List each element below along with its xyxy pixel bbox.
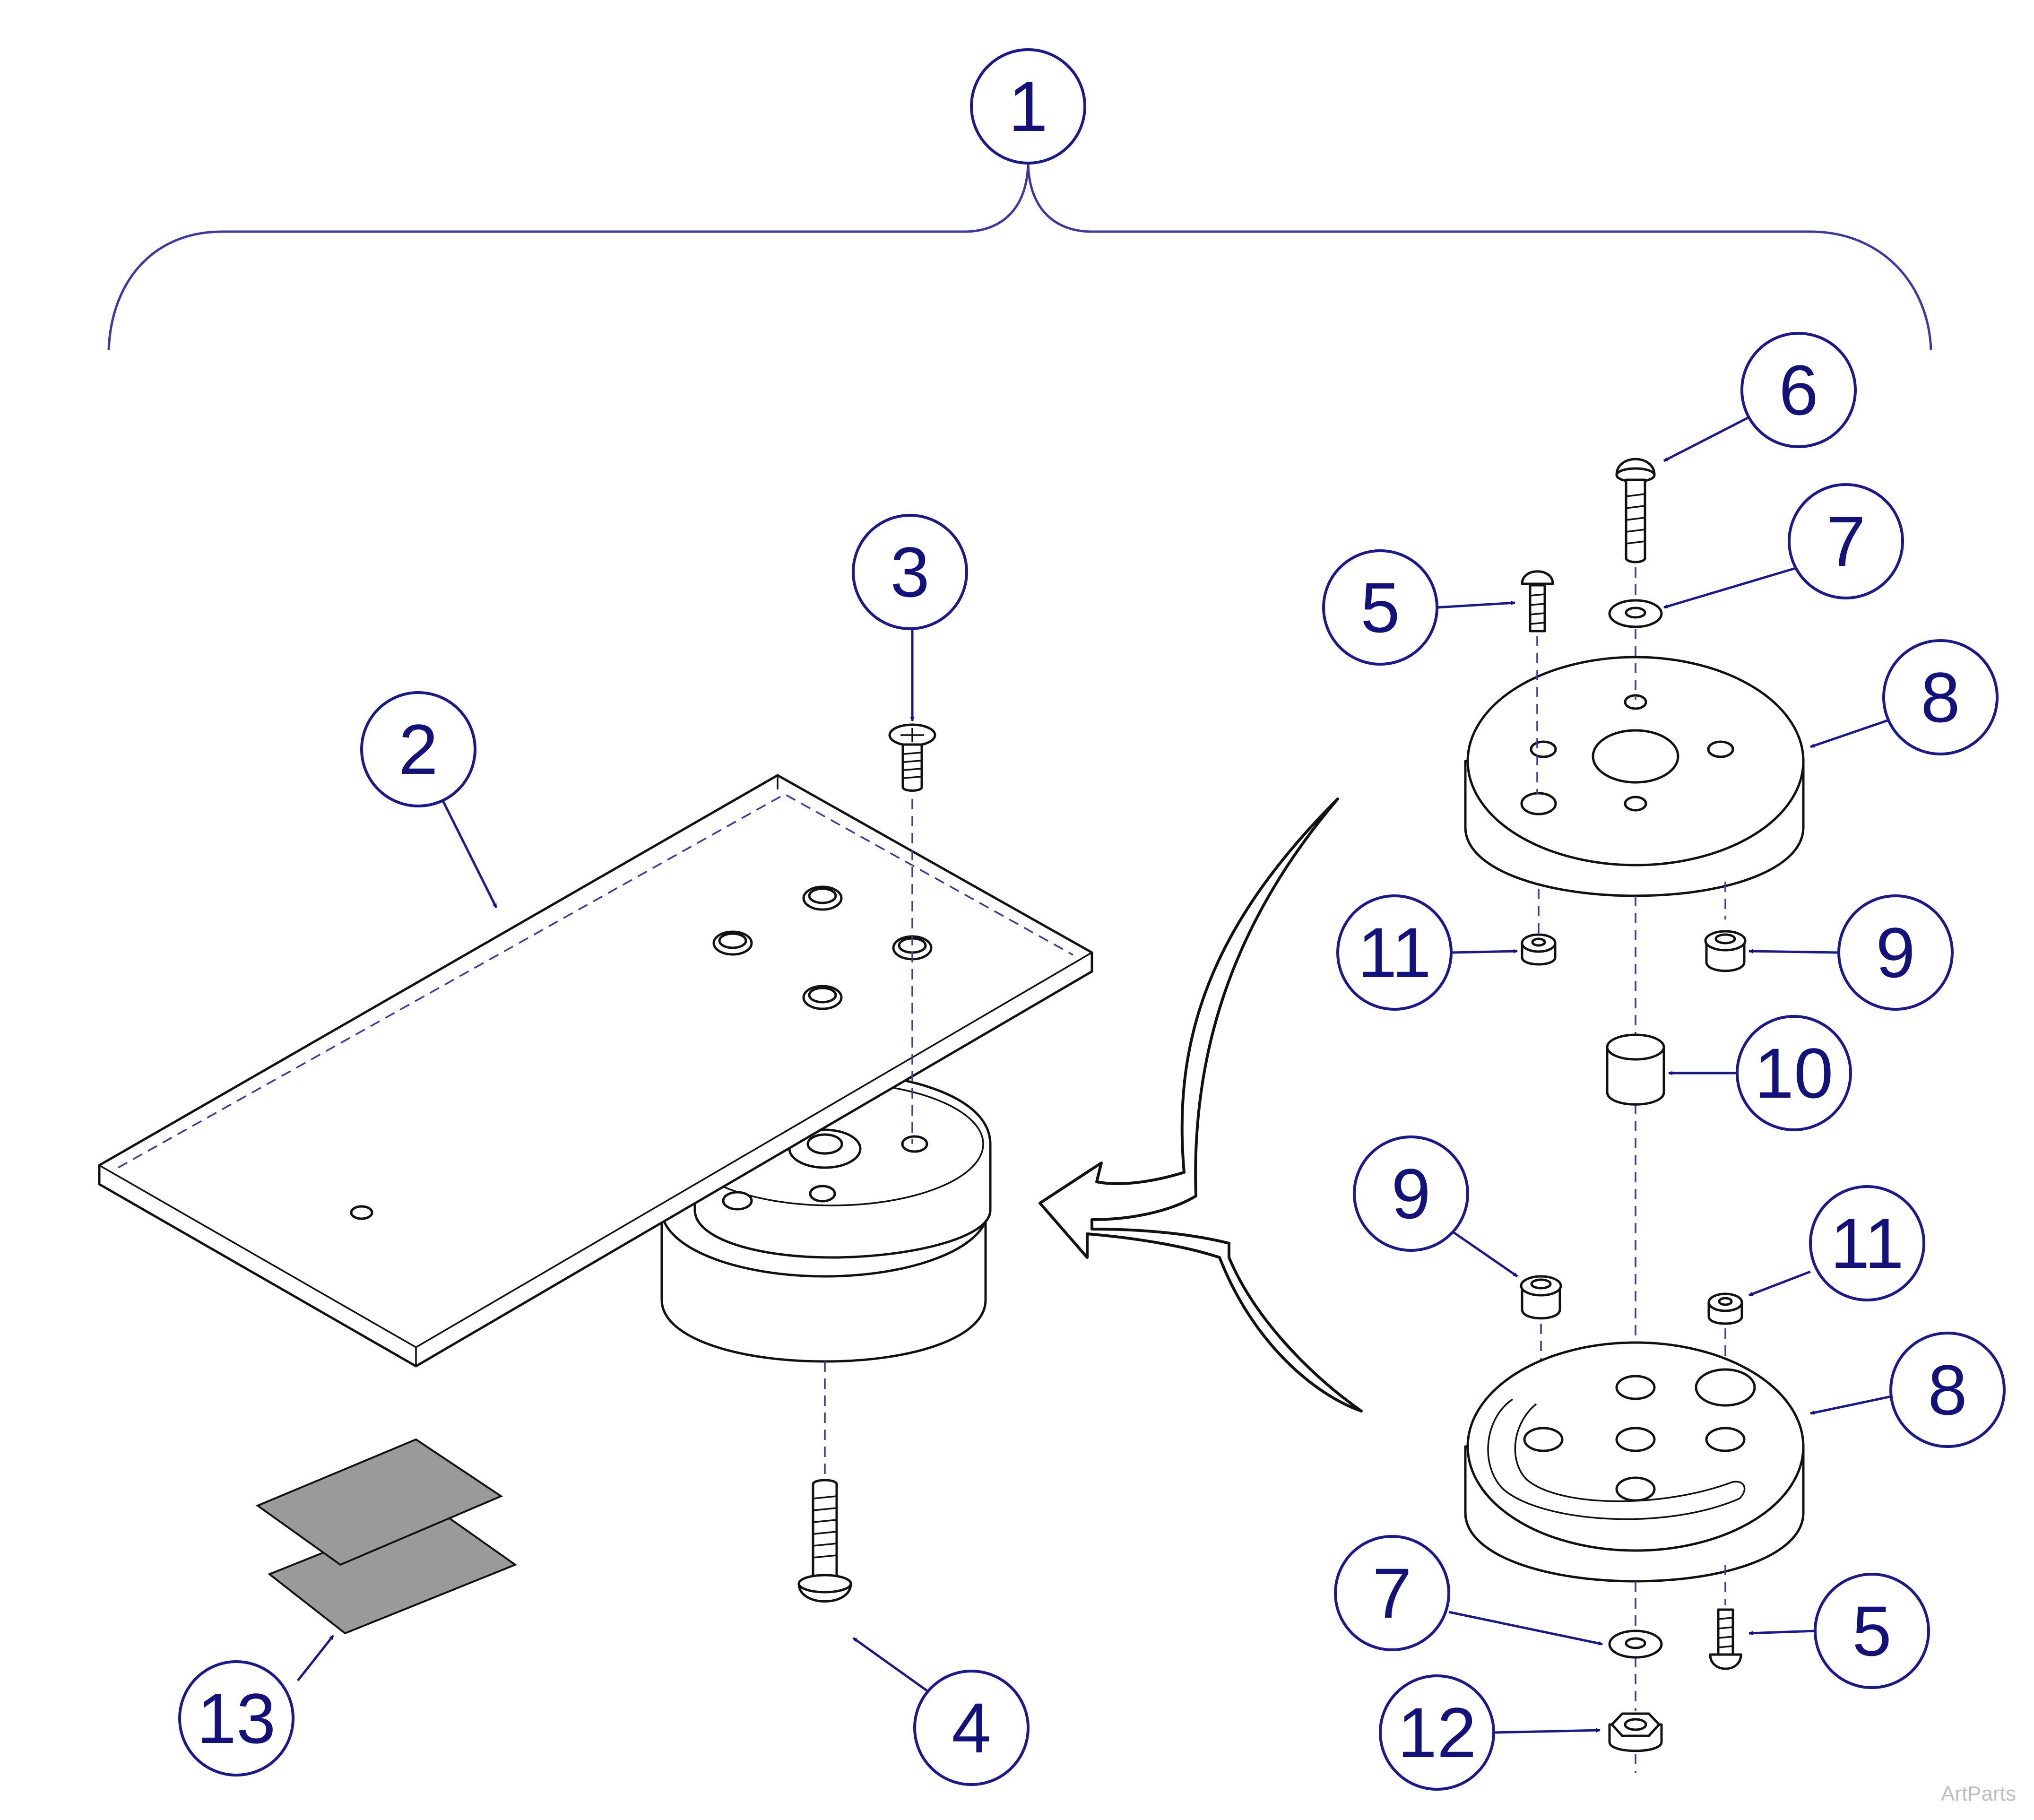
- callout-10-label: 10: [1755, 1033, 1834, 1113]
- callout-1-label: 1: [1008, 67, 1047, 146]
- leader-9-top: [1748, 949, 1839, 954]
- callout-6-label: 6: [1779, 350, 1818, 430]
- callout-1: 1: [970, 48, 1086, 165]
- leader-8-lower: [1810, 1393, 1901, 1415]
- callout-9-lower: 9: [1353, 1135, 1469, 1252]
- spacer: [1606, 1033, 1665, 1106]
- callout-9-top-label: 9: [1876, 913, 1915, 992]
- callout-3: 3: [852, 514, 968, 630]
- washer-bottom: [1608, 1629, 1663, 1659]
- flat-head-screw: [888, 723, 936, 792]
- washer-top: [1608, 599, 1663, 628]
- callout-7-bottom-label: 7: [1372, 1553, 1411, 1633]
- leader-12: [1493, 1728, 1601, 1734]
- leader-5-top: [1437, 600, 1515, 609]
- callout-7-top: 7: [1788, 483, 1904, 599]
- callout-13-label: 13: [197, 1679, 276, 1758]
- callout-10: 10: [1736, 1015, 1852, 1131]
- leader-9-lower: [1448, 1228, 1518, 1278]
- callout-8-top-label: 8: [1921, 658, 1960, 737]
- pan-head-screw-bottom: [1709, 1608, 1742, 1670]
- callout-8-bottom: 8: [1889, 1332, 2006, 1448]
- callout-5-bottom: 5: [1814, 1573, 1930, 1689]
- callout-3-label: 3: [890, 532, 929, 612]
- leader-5-bottom: [1748, 1629, 1816, 1636]
- leader-7-bottom: [1448, 1611, 1603, 1646]
- leader-4: [852, 1637, 937, 1699]
- small-nut-lower: [1707, 1292, 1743, 1325]
- callout-8-top: 8: [1882, 639, 1999, 755]
- leader-11-top: [1451, 949, 1518, 954]
- small-nut-upper: [1521, 933, 1557, 966]
- callout-6: 6: [1740, 332, 1857, 448]
- adhesive-pads: [255, 1438, 518, 1635]
- assembly-direction-arrow: [1039, 797, 1363, 1413]
- callout-7-bottom: 7: [1334, 1535, 1450, 1651]
- pan-head-screw-top: [1521, 570, 1554, 633]
- upper-puck: [1464, 656, 1805, 897]
- callout-11-lower-label: 11: [1830, 1204, 1904, 1283]
- mounting-plate: [98, 774, 1093, 1368]
- lower-puck: [1464, 1341, 1805, 1583]
- leader-7-top: [1663, 566, 1799, 609]
- callout-13: 13: [178, 1660, 294, 1777]
- flanged-bushing-upper: [1704, 930, 1747, 972]
- callout-12-label: 12: [1398, 1693, 1477, 1772]
- callout-9-top: 9: [1837, 894, 1954, 1011]
- callout-12: 12: [1379, 1674, 1495, 1791]
- callout-2: 2: [360, 691, 476, 807]
- callout-11-top-label: 11: [1358, 913, 1431, 992]
- callout-8-bottom-label: 8: [1928, 1350, 1967, 1430]
- flanged-bushing-lower: [1520, 1275, 1562, 1320]
- callout-7-top-label: 7: [1826, 502, 1865, 581]
- callout-5-top-label: 5: [1360, 568, 1400, 647]
- callout-11-top: 11: [1336, 894, 1453, 1011]
- leader-13: [297, 1635, 334, 1681]
- hex-nut: [1608, 1712, 1663, 1752]
- callout-4: 4: [913, 1670, 1030, 1786]
- leader-8-top: [1810, 717, 1894, 748]
- watermark: ArtParts: [1941, 1782, 2016, 1805]
- leader-2: [441, 798, 498, 909]
- button-head-screw-top: [1615, 458, 1656, 563]
- callout-5-bottom-label: 5: [1852, 1591, 1891, 1671]
- callout-9-lower-label: 9: [1391, 1154, 1430, 1233]
- callout-11-lower: 11: [1809, 1185, 1925, 1301]
- callout-5-top: 5: [1322, 549, 1438, 666]
- assembly-brace: [107, 160, 1932, 350]
- leader-11-lower: [1748, 1270, 1811, 1297]
- leader-6: [1663, 415, 1752, 462]
- callout-4-label: 4: [952, 1688, 991, 1768]
- callout-2-label: 2: [398, 710, 438, 789]
- long-screw: [797, 1479, 852, 1603]
